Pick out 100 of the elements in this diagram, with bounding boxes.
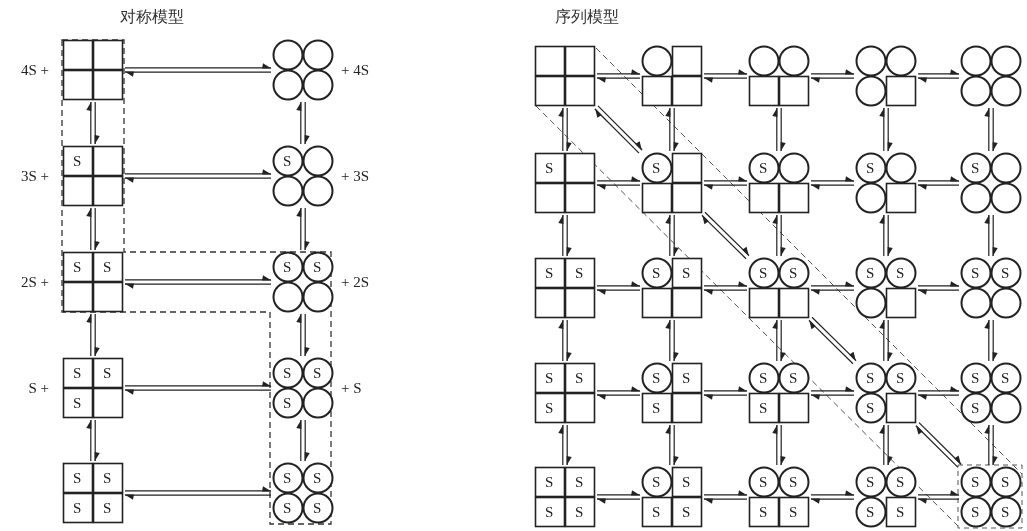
substrate-label: S: [789, 371, 798, 386]
substrate-label: S: [789, 266, 798, 281]
substrate-label: S: [313, 366, 322, 381]
equilibrium-arrow: [917, 176, 960, 190]
equilibrium-arrow: [879, 214, 893, 257]
equilibrium-arrow: [596, 490, 641, 504]
substrate-label: S: [545, 371, 554, 386]
substrate-label: S: [652, 161, 661, 176]
equilibrium-arrow: [917, 386, 960, 400]
equilibrium-arrow: [124, 63, 272, 77]
equilibrium-arrow: [810, 176, 855, 190]
equilibrium-arrow: [86, 313, 100, 357]
equilibrium-arrow: [596, 386, 641, 400]
equilibrium-arrow: [701, 211, 750, 260]
substrate-label: S: [103, 471, 112, 486]
equilibrium-arrow: [810, 69, 855, 83]
substrate-label: S: [313, 471, 322, 486]
substrate-label: S: [866, 401, 875, 416]
substrate-label: S: [313, 260, 322, 275]
equilibrium-arrow: [558, 107, 572, 152]
equilibrium-arrow: [915, 422, 962, 468]
equilibrium-arrow: [124, 275, 272, 289]
equilibrium-arrow: [124, 169, 272, 183]
equilibrium-arrow: [772, 424, 786, 466]
equilibrium-arrow: [296, 313, 310, 357]
equilibrium-arrow: [558, 214, 572, 257]
substrate-label: S: [545, 475, 554, 490]
substrate-label: S: [896, 475, 905, 490]
equilibrium-arrow: [703, 69, 748, 83]
equilibrium-arrow: [984, 424, 998, 466]
substrate-label: S: [866, 475, 875, 490]
substrate-label: S: [575, 475, 584, 490]
substrate-label: S: [545, 505, 554, 520]
substrate-label: S: [73, 471, 82, 486]
substrate-label: S: [73, 396, 82, 411]
equilibrium-arrow: [703, 176, 748, 190]
substrate-label: S: [682, 371, 691, 386]
substrate-label: S: [896, 266, 905, 281]
equilibrium-arrow: [810, 386, 855, 400]
equilibrium-arrow: [86, 101, 100, 145]
substrate-label: S: [652, 371, 661, 386]
equilibrium-arrow: [984, 319, 998, 362]
equation-term: 2S +: [20, 274, 49, 290]
equilibrium-arrow: [879, 424, 893, 466]
substrate-label: S: [575, 505, 584, 520]
substrate-label: S: [866, 505, 875, 520]
substrate-label: S: [1001, 505, 1010, 520]
equation-term: + 4S: [341, 62, 370, 78]
equilibrium-arrow: [594, 105, 643, 154]
equilibrium-arrow: [703, 281, 748, 295]
substrate-label: S: [283, 396, 292, 411]
substrate-label: S: [759, 505, 768, 520]
panel-title: 序列模型: [555, 8, 619, 26]
substrate-label: S: [283, 501, 292, 516]
equilibrium-arrow: [596, 176, 641, 190]
substrate-label: S: [73, 260, 82, 275]
substrate-label: S: [971, 401, 980, 416]
equilibrium-arrow: [879, 319, 893, 362]
substrate-label: S: [971, 505, 980, 520]
equilibrium-arrow: [808, 316, 857, 365]
equilibrium-arrow: [296, 207, 310, 251]
equilibrium-arrow: [810, 490, 855, 504]
equilibrium-arrow: [558, 319, 572, 362]
substrate-label: S: [575, 371, 584, 386]
equilibrium-arrow: [124, 486, 272, 500]
substrate-label: S: [682, 475, 691, 490]
substrate-label: S: [789, 505, 798, 520]
panel-title: 对称模型: [120, 8, 184, 26]
substrate-label: S: [652, 475, 661, 490]
equilibrium-arrow: [665, 424, 679, 466]
substrate-label: S: [682, 505, 691, 520]
equilibrium-arrow: [596, 69, 641, 83]
equilibrium-arrow: [665, 214, 679, 257]
substrate-label: S: [1001, 475, 1010, 490]
equilibrium-arrow: [810, 281, 855, 295]
substrate-label: S: [73, 154, 82, 169]
substrate-label: S: [545, 401, 554, 416]
equilibrium-arrow: [665, 319, 679, 362]
equilibrium-arrow: [984, 214, 998, 257]
substrate-label: S: [866, 266, 875, 281]
substrate-label: S: [896, 505, 905, 520]
substrate-label: S: [73, 366, 82, 381]
equilibrium-arrow: [596, 281, 641, 295]
substrate-label: S: [283, 260, 292, 275]
substrate-label: S: [759, 475, 768, 490]
equilibrium-arrow: [917, 69, 960, 83]
substrate-label: S: [971, 371, 980, 386]
equilibrium-arrow: [86, 207, 100, 251]
substrate-label: S: [313, 501, 322, 516]
equation-term: 4S +: [20, 62, 49, 78]
substrate-label: S: [1001, 266, 1010, 281]
equilibrium-arrow: [124, 381, 272, 395]
equilibrium-arrow: [703, 490, 748, 504]
substrate-label: S: [283, 154, 292, 169]
equilibrium-arrow: [984, 107, 998, 152]
substrate-label: S: [1001, 371, 1010, 386]
equilibrium-arrow: [772, 214, 786, 257]
substrate-label: S: [866, 161, 875, 176]
substrate-label: S: [971, 266, 980, 281]
equilibrium-arrow: [917, 490, 960, 504]
